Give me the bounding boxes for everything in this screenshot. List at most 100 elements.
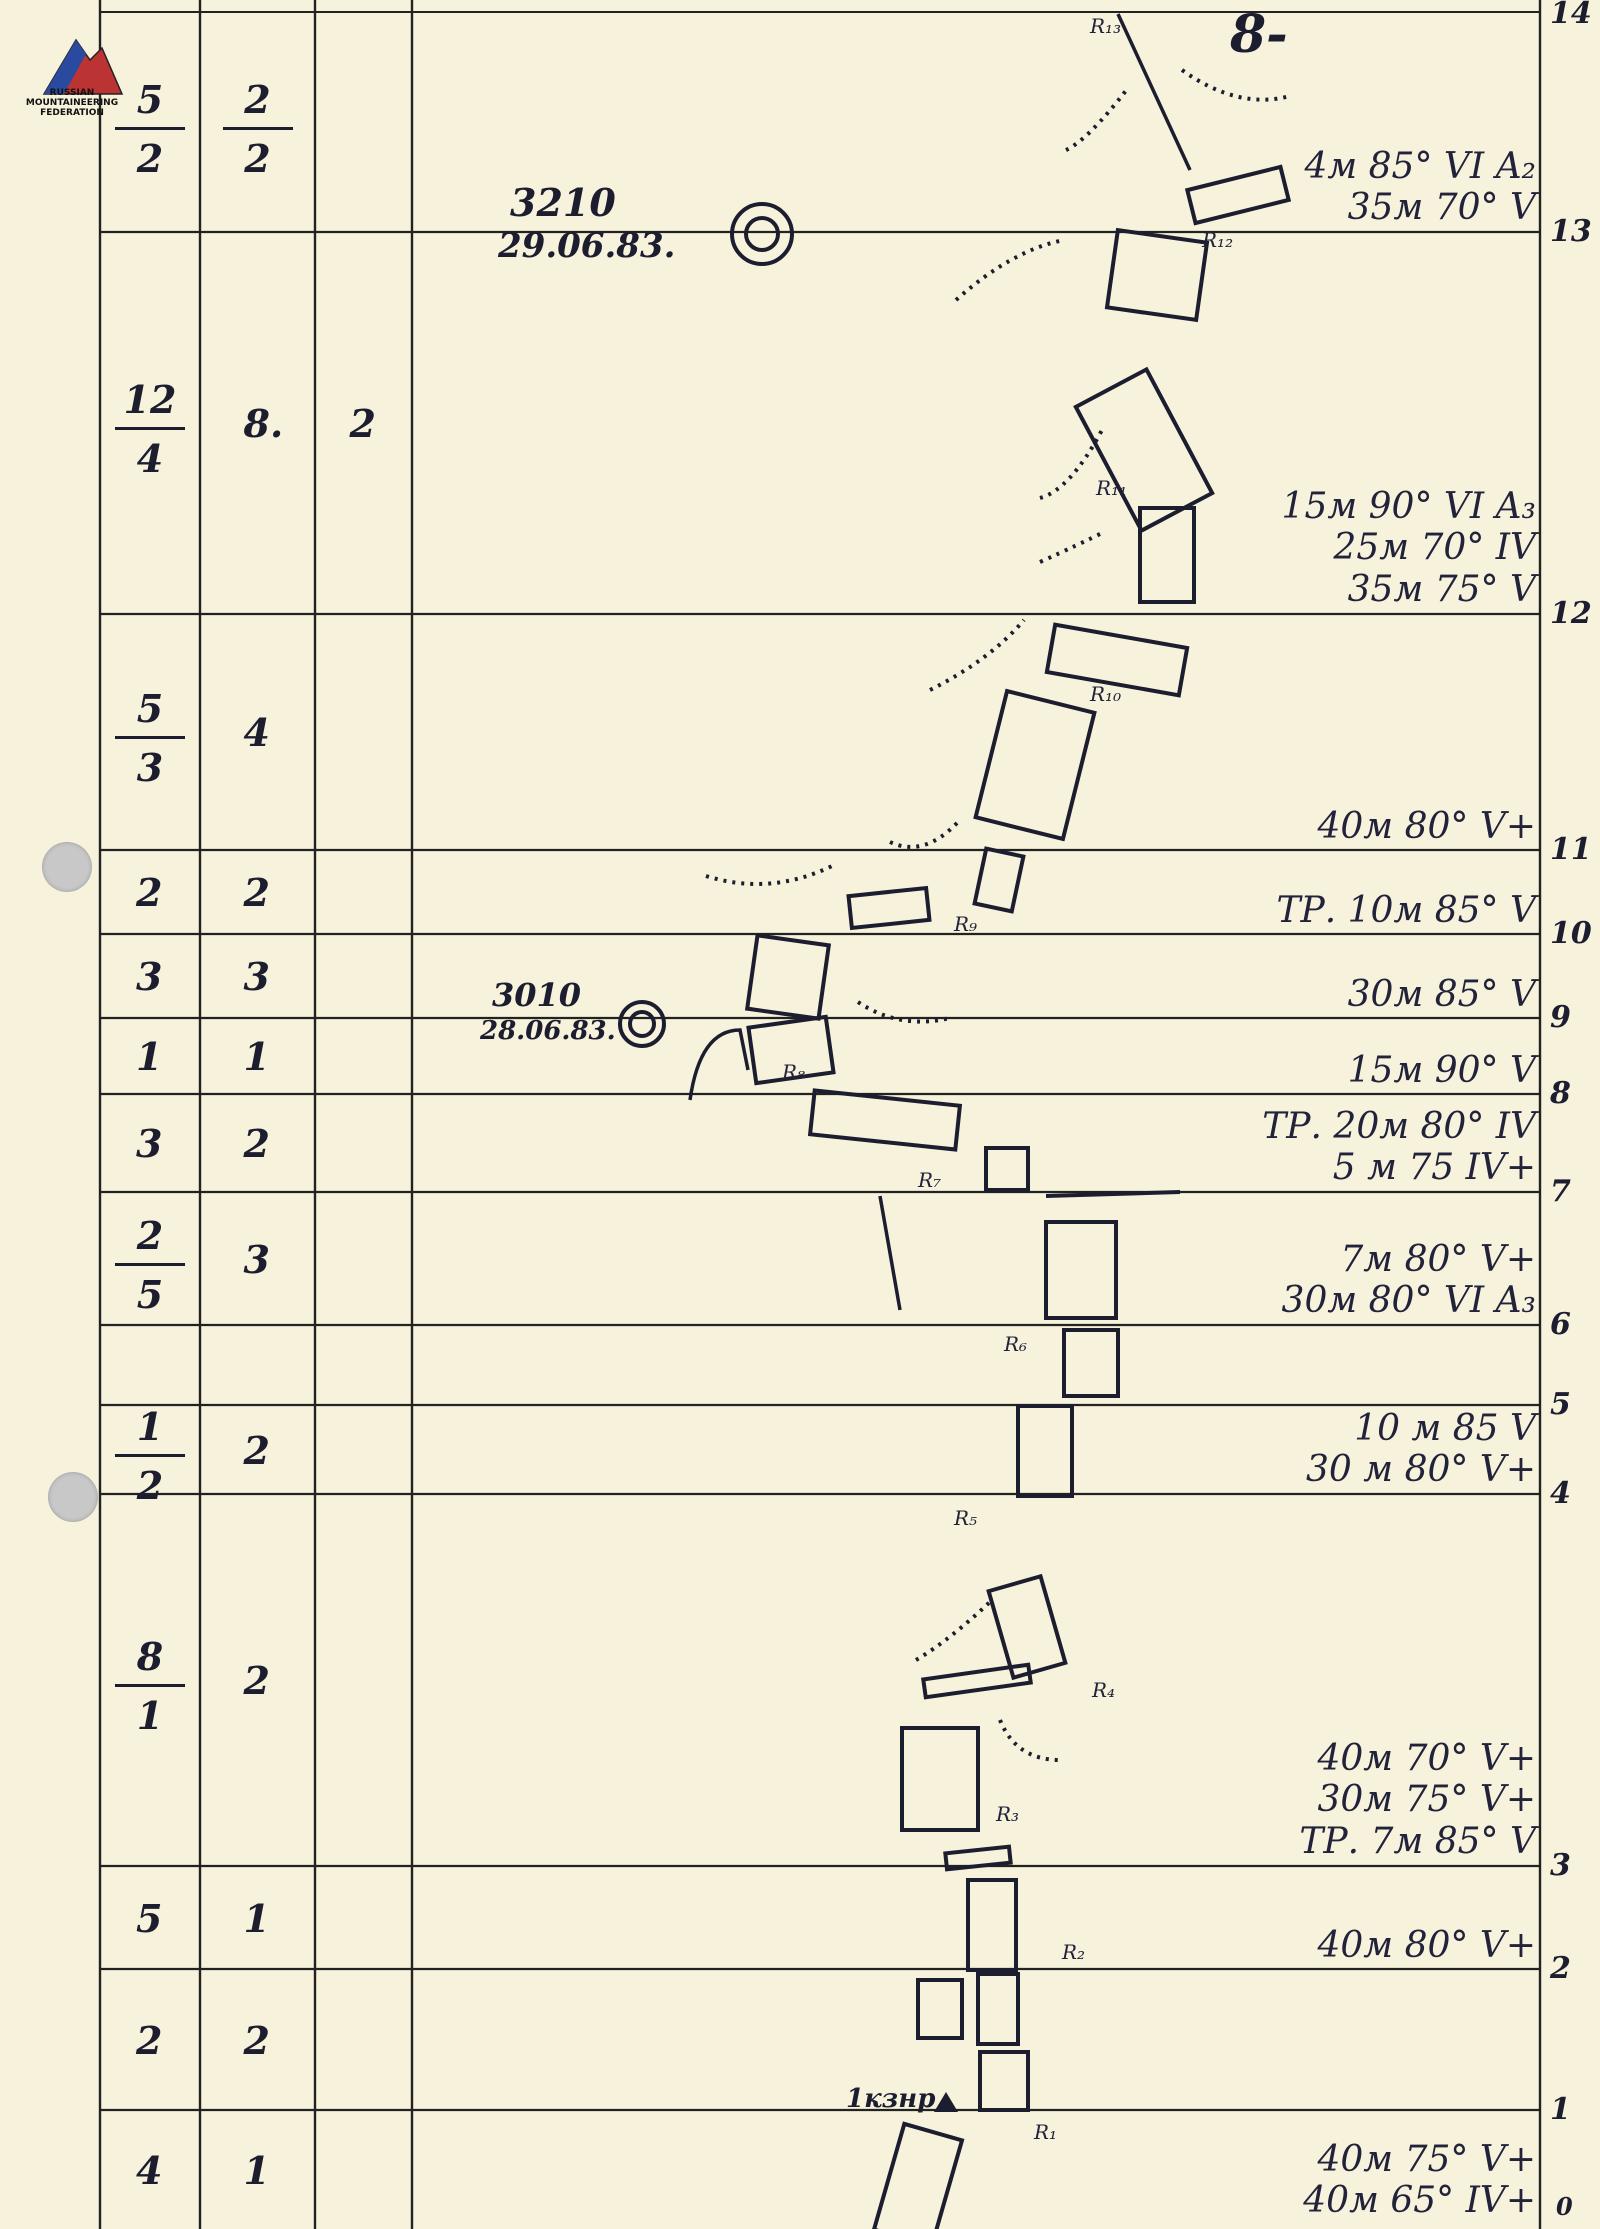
pitch-description: 40м 80° V+	[1317, 1925, 1536, 1966]
pitch-description: ТР. 10м 85° V	[1277, 890, 1536, 931]
fraction-top: 12	[123, 377, 177, 422]
anchor-label: R₇	[918, 1168, 942, 1192]
cell-c2: 4	[243, 710, 270, 755]
pitch-description-line: 7м 80° V+	[1340, 1239, 1536, 1280]
pitch-description: 15м 90° V	[1348, 1050, 1536, 1091]
punch-hole-lower	[48, 1472, 98, 1522]
route-feature	[986, 1573, 1068, 1681]
cell-c2: 2	[243, 1121, 270, 1166]
pitch-description-line: 35м 75° V	[1347, 568, 1536, 610]
route-line	[1116, 13, 1192, 171]
route-feature	[973, 688, 1097, 842]
cell-c1: 3	[136, 954, 163, 999]
route-feature	[900, 1726, 980, 1832]
bivouac-altitude-lower: 3010	[492, 976, 582, 1014]
bivouac-icon	[730, 202, 794, 266]
logo-name: RUSSIAN MOUNTAINEERING FEDERATION	[16, 88, 128, 118]
pitch-description-line: 40м 75° V+	[1317, 2139, 1536, 2180]
pitch-description-line: ТР. 10м 85° V	[1276, 890, 1536, 931]
overhang-mark	[1065, 86, 1130, 152]
cell-c2: 1	[243, 1895, 270, 1941]
row-number: 1	[1550, 2092, 1571, 2127]
anchor-label: R₃	[996, 1802, 1020, 1826]
pitch-description-line: 30м 80° VI A₃	[1281, 1280, 1536, 1322]
bivouac-date-lower: 28.06.83.	[480, 1016, 616, 1046]
fraction-bar	[115, 127, 185, 130]
row-number: 4	[1550, 1476, 1571, 1511]
overhang-mark	[954, 238, 1065, 302]
pitch-description-line: 30 м 80° V+	[1306, 1449, 1536, 1491]
fraction-bar	[115, 1453, 185, 1457]
overhang-mark	[929, 618, 1026, 692]
fraction-top: 5	[136, 686, 164, 731]
cell-c2: 1	[243, 2147, 270, 2193]
pitch-description-line: ТР. 20м 80° IV	[1262, 1106, 1536, 1147]
row-number: 5	[1550, 1387, 1571, 1422]
cell-c1: 5	[136, 1895, 163, 1941]
federation-logo	[42, 38, 124, 95]
row-number: 0	[1556, 2192, 1573, 2221]
start-label: 1кзнр	[846, 2084, 936, 2114]
fraction-bottom: 3	[136, 745, 164, 790]
fraction-top: 2	[244, 77, 271, 122]
fraction-bar	[222, 127, 293, 130]
logo-line-3: FEDERATION	[40, 108, 104, 118]
overhang-mark	[1039, 530, 1105, 564]
cell-c1: 2	[136, 870, 163, 915]
route-feature	[1138, 506, 1196, 604]
fraction-top: 2	[136, 1212, 164, 1258]
route-feature	[966, 1878, 1018, 1972]
anchor-label: R₁₁	[1096, 476, 1128, 500]
cell-c1: 2	[136, 2017, 163, 2063]
pitch-description-line: 5 м 75 IV+	[1332, 1147, 1536, 1189]
route-line	[878, 1195, 902, 1311]
route-feature	[871, 2121, 965, 2229]
row-number: 6	[1550, 1307, 1571, 1342]
bivouac-icon	[618, 1000, 666, 1048]
route-feature	[1184, 164, 1292, 226]
pitch-description-line: 35м 70° V	[1347, 187, 1536, 229]
row-number: 11	[1550, 832, 1592, 867]
cell-c1: 3	[136, 1121, 163, 1166]
cell-c2: 3	[243, 954, 270, 999]
pitch-description: 7м 80° V+30м 80° VI A₃	[1282, 1239, 1536, 1322]
cell-c2: 3	[243, 1236, 270, 1282]
cell-c2: 2	[243, 870, 270, 915]
overhang-mark	[856, 1000, 951, 1024]
pitch-description: 40м 80° V+	[1317, 806, 1536, 847]
row-number: 14	[1550, 0, 1592, 31]
pitch-description-line: 30м 85° V	[1347, 974, 1536, 1015]
pitch-description-line: 15м 90° VI A₃	[1281, 486, 1536, 527]
route-line	[688, 1028, 750, 1101]
logo-line-2: MOUNTAINEERING	[25, 98, 119, 108]
overhang-mark	[914, 1598, 994, 1662]
overhang-mark	[889, 820, 960, 849]
route-feature	[746, 1014, 836, 1086]
cell-c1: 1	[136, 1034, 163, 1079]
pitch-description-line: 4м 85° VI A₂	[1304, 146, 1536, 187]
row-number: 13	[1550, 214, 1592, 249]
fraction-bottom: 2	[244, 136, 271, 181]
overhang-mark	[998, 1719, 1061, 1762]
anchor-label: R₆	[1004, 1332, 1028, 1356]
overhang-mark	[1039, 429, 1104, 500]
fraction-bar	[115, 736, 185, 739]
fraction-top: 8	[136, 1634, 164, 1679]
anchor-label: R₉	[954, 912, 978, 936]
row-number: 3	[1550, 1848, 1571, 1883]
fraction-bar	[115, 1684, 185, 1687]
row-number: 9	[1550, 1000, 1571, 1035]
fraction-bottom: 5	[136, 1271, 164, 1317]
anchor-label: R₁₃	[1090, 14, 1122, 38]
overhang-mark	[705, 864, 833, 886]
fraction-bottom: 2	[136, 136, 164, 181]
fraction-bottom: 1	[136, 1693, 164, 1738]
